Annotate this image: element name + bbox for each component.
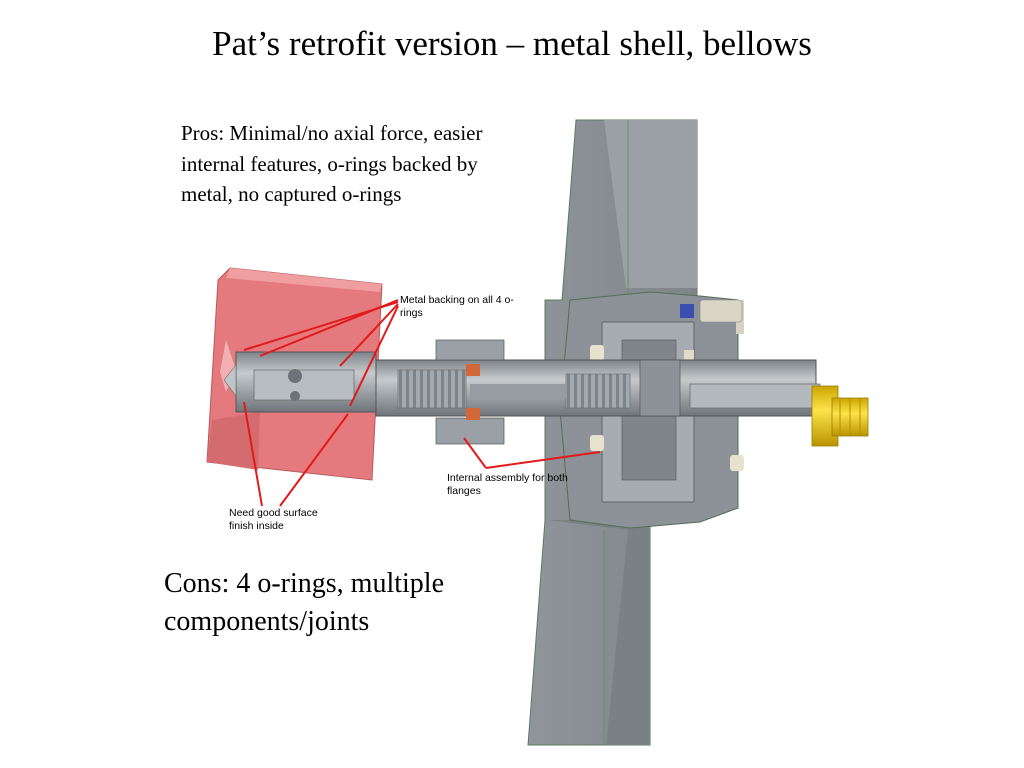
- yellow-knob: [811, 385, 869, 447]
- leader-lines: [243, 299, 601, 507]
- pros-text: Pros: Minimal/no axial force, easier int…: [181, 121, 483, 206]
- cons-text: Cons: 4 o-rings, multiple components/joi…: [164, 568, 444, 637]
- callout-internal-assembly: Internal assembly for both flanges: [447, 472, 568, 497]
- slide-title: Pat’s retrofit version – metal shell, be…: [212, 24, 812, 63]
- callout-metal-backing: Metal backing on all 4 o-rings: [400, 294, 514, 319]
- callout-surface-finish: Need good surface finish inside: [229, 507, 318, 532]
